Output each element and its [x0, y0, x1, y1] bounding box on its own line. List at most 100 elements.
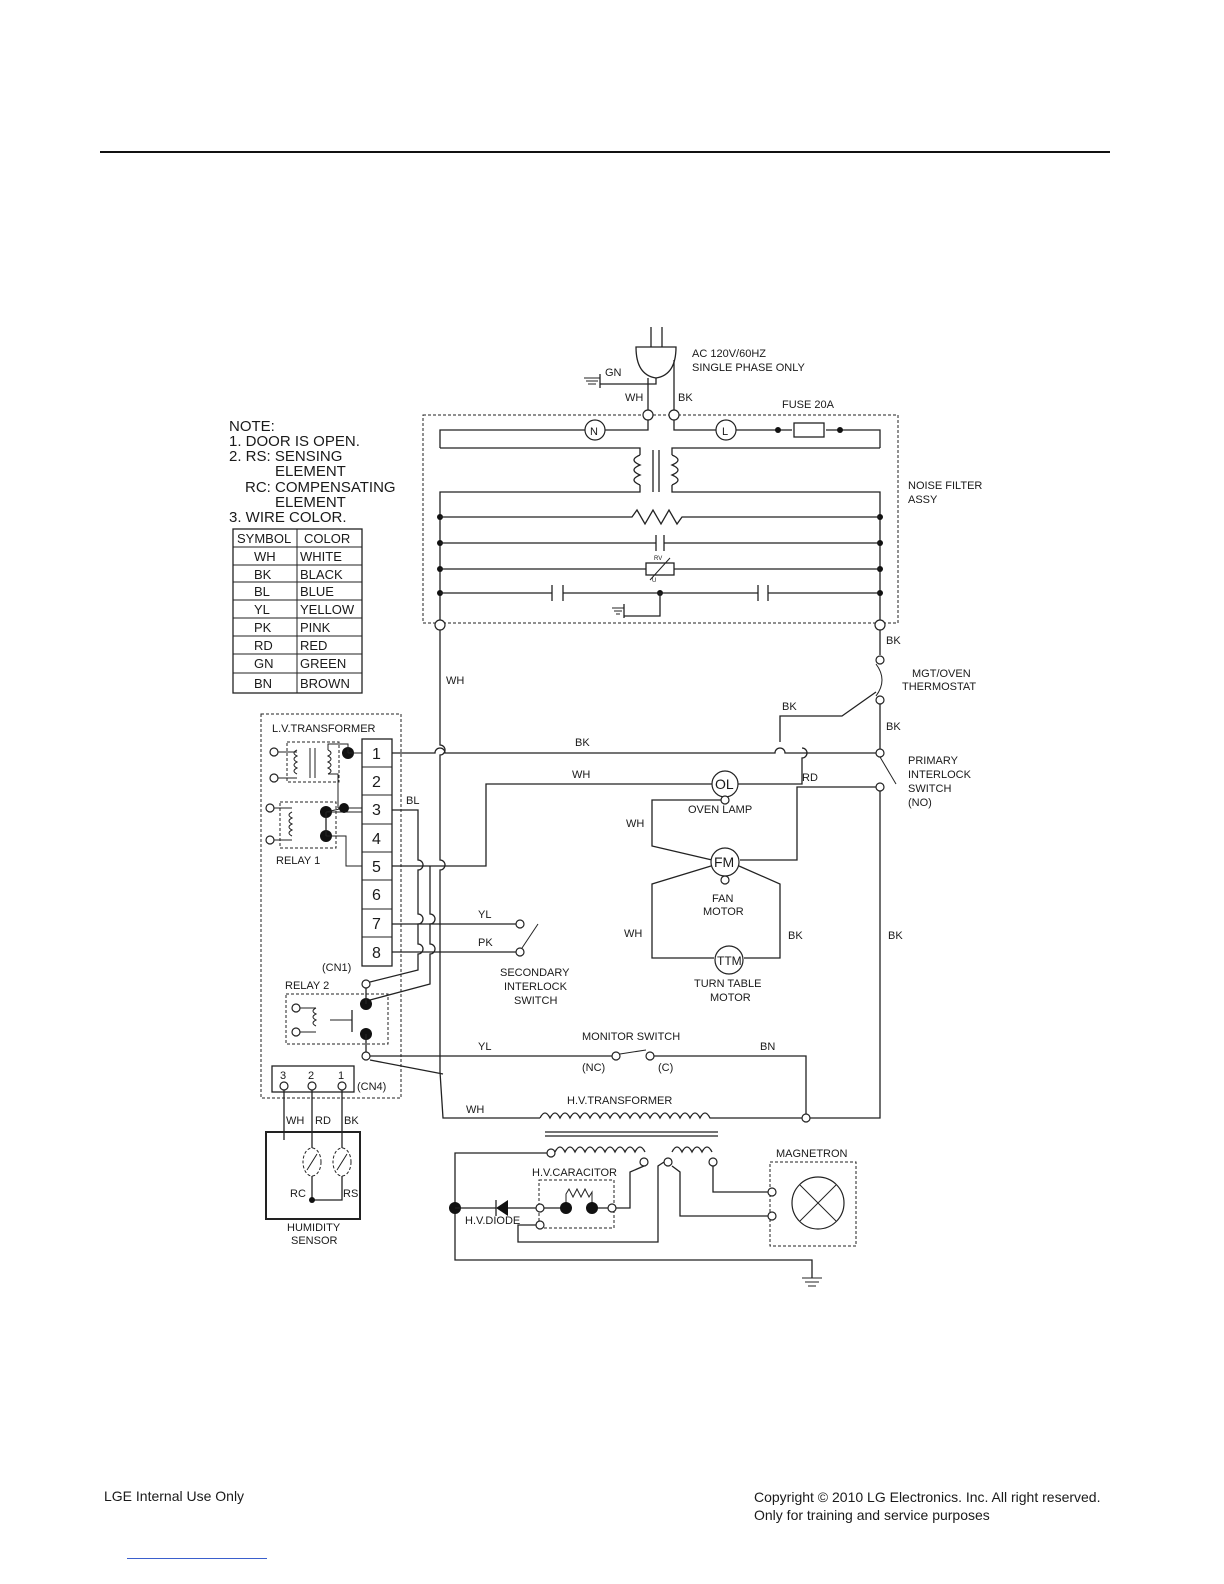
footer-copyright: Copyright © 2010 LG Electronics. Inc. Al… — [754, 1488, 1100, 1524]
fuse — [793, 422, 825, 438]
note-line-4: RC: COMPENSATING — [245, 479, 396, 496]
wire-label-wh-4: WH — [624, 928, 642, 940]
wire-label-wh-2: WH — [572, 769, 590, 781]
pin-5: 5 — [372, 859, 381, 876]
table-color-7: BROWN — [300, 676, 350, 691]
thermostat-label-2: THERMOSTAT — [902, 681, 976, 693]
footer-internal-use: LGE Internal Use Only — [104, 1488, 245, 1504]
line-symbol — [715, 419, 737, 441]
wire-label-wh-1: WH — [446, 675, 464, 687]
footer-link-underline[interactable] — [127, 1558, 267, 1559]
monitor-label: MONITOR SWITCH — [582, 1031, 680, 1043]
wire-label-wh-hs: WH — [286, 1115, 304, 1127]
note-line-2: 2. RS: SENSING — [229, 448, 342, 465]
magnetron-box — [769, 1161, 857, 1247]
table-color-4: PINK — [300, 620, 331, 635]
fuse-label: FUSE 20A — [782, 399, 835, 411]
turntable-label-2: MOTOR — [710, 992, 751, 1004]
note-line-3: ELEMENT — [275, 463, 346, 480]
turntable-symbol-text: TTM — [717, 954, 742, 968]
neutral-label: N — [590, 426, 598, 438]
wire-label-wh-top: WH — [625, 392, 643, 404]
table-symbol-7: BN — [254, 676, 272, 691]
wire-label-bk-5: BK — [575, 737, 590, 749]
pin-7: 7 — [372, 916, 381, 933]
note-line-6: 3. WIRE COLOR. — [229, 509, 347, 526]
pin-6: 6 — [372, 887, 381, 904]
table-symbol-6: GN — [254, 656, 274, 671]
note-line-5: ELEMENT — [275, 494, 346, 511]
wire-label-wh-5: WH — [466, 1104, 484, 1116]
hv-capacitor-label: H.V.CARACITOR — [532, 1167, 617, 1179]
monitor-nc-label: (NC) — [582, 1062, 605, 1074]
wire-label-bn: BN — [760, 1041, 775, 1053]
relay1-label: RELAY 1 — [276, 855, 320, 867]
wire-label-gn: GN — [605, 367, 622, 379]
noise-filter-label-1: NOISE FILTER — [908, 480, 982, 492]
cn1-label: (CN1) — [322, 962, 351, 974]
rv-sub-label: U — [652, 578, 656, 584]
table-color-1: BLACK — [300, 567, 343, 582]
pin-8: 8 — [372, 945, 381, 962]
humidity-label-1: HUMIDITY — [287, 1222, 341, 1234]
noise-filter-label-2: ASSY — [908, 494, 938, 506]
magnetron-label: MAGNETRON — [776, 1148, 848, 1160]
table-symbol-4: PK — [254, 620, 272, 635]
cn1-connector: 1 2 3 4 5 6 7 8 — [361, 738, 393, 967]
lv-transformer-label: L.V.TRANSFORMER — [272, 723, 376, 735]
relay2-label: RELAY 2 — [285, 980, 329, 992]
pin-3: 3 — [372, 802, 381, 819]
turntable-label-1: TURN TABLE — [694, 978, 761, 990]
line-label: L — [722, 426, 728, 438]
monitor-c-label: (C) — [658, 1062, 673, 1074]
wire-label-rd: RD — [802, 772, 818, 784]
noise-filter-box — [422, 414, 899, 624]
wire-label-bl: BL — [406, 795, 419, 807]
hv-diode — [496, 1200, 508, 1216]
secondary-label-2: INTERLOCK — [504, 981, 568, 993]
cn4-pin-3: 3 — [280, 1070, 286, 1082]
cn4-pin-2: 2 — [308, 1070, 314, 1082]
wire-label-bk-1: BK — [886, 635, 901, 647]
wire-color-table: SYMBOL COLOR WH WHITE BK BLACK BL BLUE Y… — [232, 528, 363, 694]
primary-label-2: INTERLOCK — [908, 769, 972, 781]
note-title: NOTE: — [229, 418, 275, 435]
note-line-1: 1. DOOR IS OPEN. — [229, 433, 360, 450]
humidity-label-2: SENSOR — [291, 1235, 338, 1247]
secondary-label-1: SECONDARY — [500, 967, 570, 979]
wire-label-bk-3: BK — [782, 701, 797, 713]
neutral-symbol — [584, 419, 606, 441]
wire-label-pk: PK — [478, 937, 493, 949]
hv-transformer-label: H.V.TRANSFORMER — [567, 1095, 672, 1107]
table-header-symbol: SYMBOL — [237, 531, 291, 546]
table-color-6: GREEN — [300, 656, 346, 671]
pin-2: 2 — [372, 774, 381, 791]
rc-label: RC — [290, 1188, 306, 1200]
turntable-motor-symbol — [714, 945, 744, 975]
table-color-3: YELLOW — [300, 602, 355, 617]
wire-label-yl-2: YL — [478, 1041, 491, 1053]
primary-label-4: (NO) — [908, 797, 932, 809]
footer-copyright-line-1: Copyright © 2010 LG Electronics. Inc. Al… — [754, 1489, 1101, 1505]
control-board — [260, 713, 402, 1099]
table-header-color: COLOR — [304, 531, 350, 546]
cn4-pin-1: 1 — [338, 1070, 344, 1082]
footer-copyright-line-2: Only for training and service purposes — [754, 1507, 990, 1523]
wire-label-bk-6: BK — [788, 930, 803, 942]
rv-label: RV — [654, 556, 662, 562]
wire-label-bk-top: BK — [678, 392, 693, 404]
primary-label-1: PRIMARY — [908, 755, 959, 767]
oven-lamp-symbol-text: OL — [715, 776, 734, 792]
supply-label-1: AC 120V/60HZ — [692, 348, 766, 360]
table-symbol-1: BK — [254, 567, 272, 582]
table-color-0: WHITE — [300, 549, 342, 564]
wire-label-wh-3: WH — [626, 818, 644, 830]
wire-label-yl-1: YL — [478, 909, 491, 921]
secondary-label-3: SWITCH — [514, 995, 557, 1007]
thermostat-label-1: MGT/OVEN — [912, 668, 971, 680]
wire-label-bk-hs: BK — [344, 1115, 359, 1127]
oven-lamp-label: OVEN LAMP — [688, 804, 752, 816]
table-symbol-0: WH — [254, 549, 276, 564]
table-color-5: RED — [300, 638, 327, 653]
